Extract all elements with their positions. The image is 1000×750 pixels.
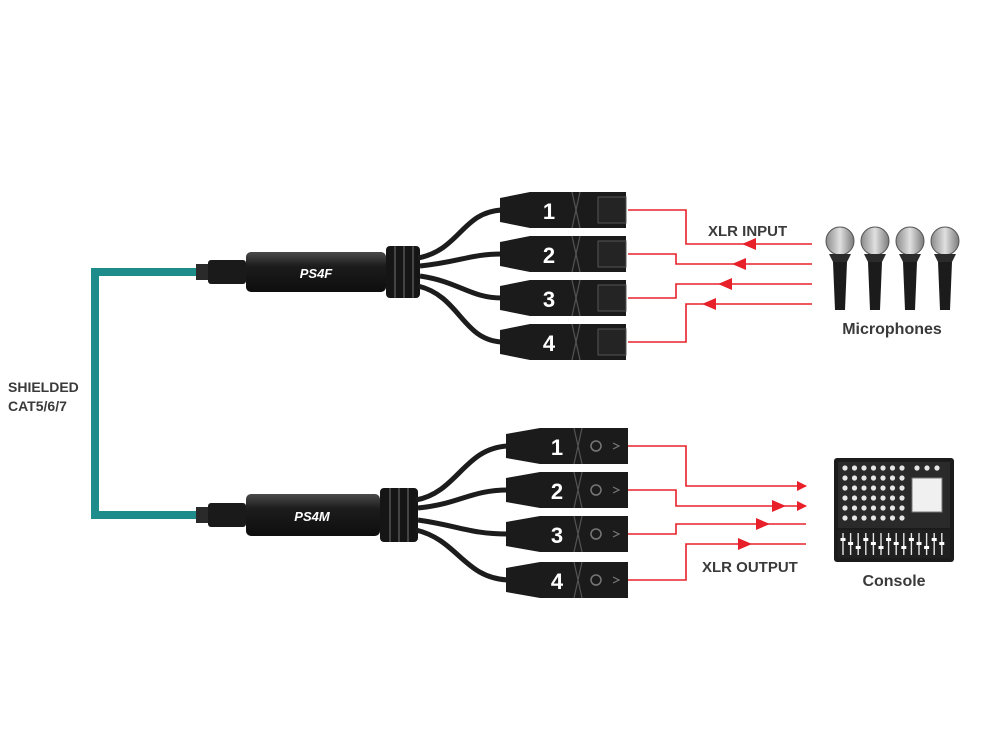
console-knob: [880, 505, 886, 511]
output-arrows: [738, 500, 786, 550]
console-knob: [851, 465, 858, 471]
console-knob: [924, 465, 930, 471]
console-knob: [842, 515, 848, 521]
console-knob: [880, 495, 886, 501]
cable-label-line2: CAT5/6/7: [8, 398, 67, 414]
console-icon: [834, 458, 954, 562]
console-knob: [889, 495, 896, 501]
console-knob: [842, 495, 848, 501]
top-fanout-cables: [417, 207, 503, 345]
console-knob: [914, 465, 920, 471]
console-fader-cap: [878, 546, 884, 549]
console-knob: [934, 465, 940, 471]
console-knob: [870, 485, 877, 491]
console-knob: [870, 495, 877, 501]
top-channel-3: 3: [543, 287, 555, 312]
bottom-channel-3: 3: [551, 523, 563, 548]
console-fader-cap: [908, 538, 914, 541]
console-knob: [861, 505, 867, 511]
microphones-icon: [825, 226, 960, 310]
console-knob: [842, 475, 848, 481]
console-knob: [870, 505, 877, 511]
xlr-output-label: XLR OUTPUT: [702, 559, 798, 576]
console-fader-cap: [901, 546, 907, 549]
console-knob: [889, 505, 896, 511]
console-knob: [851, 495, 858, 501]
console-knob: [899, 485, 905, 491]
output-signal-lines: [628, 445, 807, 581]
console-knob: [870, 465, 877, 471]
console-knob: [889, 515, 896, 521]
console-knob: [880, 475, 886, 481]
console-fader-cap: [893, 542, 899, 545]
console-knob: [851, 475, 858, 481]
ps4m-label: PS4M: [294, 509, 331, 524]
console-knob: [851, 515, 858, 521]
console-knob: [899, 505, 905, 511]
console-knob: [889, 465, 896, 471]
console-knob: [899, 495, 905, 501]
console-knob: [851, 485, 858, 491]
console-knob: [889, 485, 896, 491]
bottom-xlr-connectors: 1 2 3 4: [506, 427, 628, 599]
console-label: Console: [862, 573, 925, 590]
console-knob: [842, 465, 848, 471]
ps4f-unit: PS4F: [196, 246, 420, 298]
console-fader-cap: [840, 538, 846, 541]
console-knob: [899, 465, 905, 471]
ps4f-label: PS4F: [300, 266, 334, 281]
console-knob: [861, 495, 867, 501]
console-knob: [899, 475, 905, 481]
console-knob: [842, 505, 848, 511]
console-knob: [861, 475, 867, 481]
console-knob: [870, 515, 877, 521]
top-xlr-connectors: 1 2 3 4: [500, 191, 627, 361]
microphones-label: Microphones: [842, 321, 942, 338]
console-knob: [851, 505, 858, 511]
console-knob: [861, 465, 867, 471]
shielded-cable: [91, 268, 198, 519]
console-fader-cap: [863, 538, 869, 541]
bottom-channel-2: 2: [551, 479, 563, 504]
bottom-channel-4: 4: [551, 569, 564, 594]
console-knob: [870, 475, 877, 481]
console-knob: [842, 485, 848, 491]
bottom-fanout-cables: [415, 443, 509, 583]
input-arrows: [702, 238, 756, 310]
console-knob: [880, 515, 886, 521]
bottom-channel-1: 1: [551, 435, 563, 460]
console-knob: [880, 465, 886, 471]
top-channel-1: 1: [543, 199, 555, 224]
console-knob: [880, 485, 886, 491]
console-knob: [861, 515, 867, 521]
console-fader-cap: [870, 542, 876, 545]
ps4m-unit: PS4M: [196, 488, 418, 542]
console-fader-cap: [939, 542, 945, 545]
top-channel-2: 2: [543, 243, 555, 268]
console-fader-cap: [848, 542, 854, 545]
console-knob: [861, 485, 867, 491]
xlr-input-label: XLR INPUT: [708, 223, 787, 240]
console-fader-cap: [855, 546, 861, 549]
cable-label-line1: SHIELDED: [8, 379, 79, 395]
console-knob: [889, 475, 896, 481]
console-fader-cap: [916, 542, 922, 545]
top-channel-4: 4: [543, 331, 556, 356]
console-fader-cap: [924, 546, 930, 549]
console-fader-cap: [931, 538, 937, 541]
console-knob: [899, 515, 905, 521]
console-fader-cap: [886, 538, 892, 541]
